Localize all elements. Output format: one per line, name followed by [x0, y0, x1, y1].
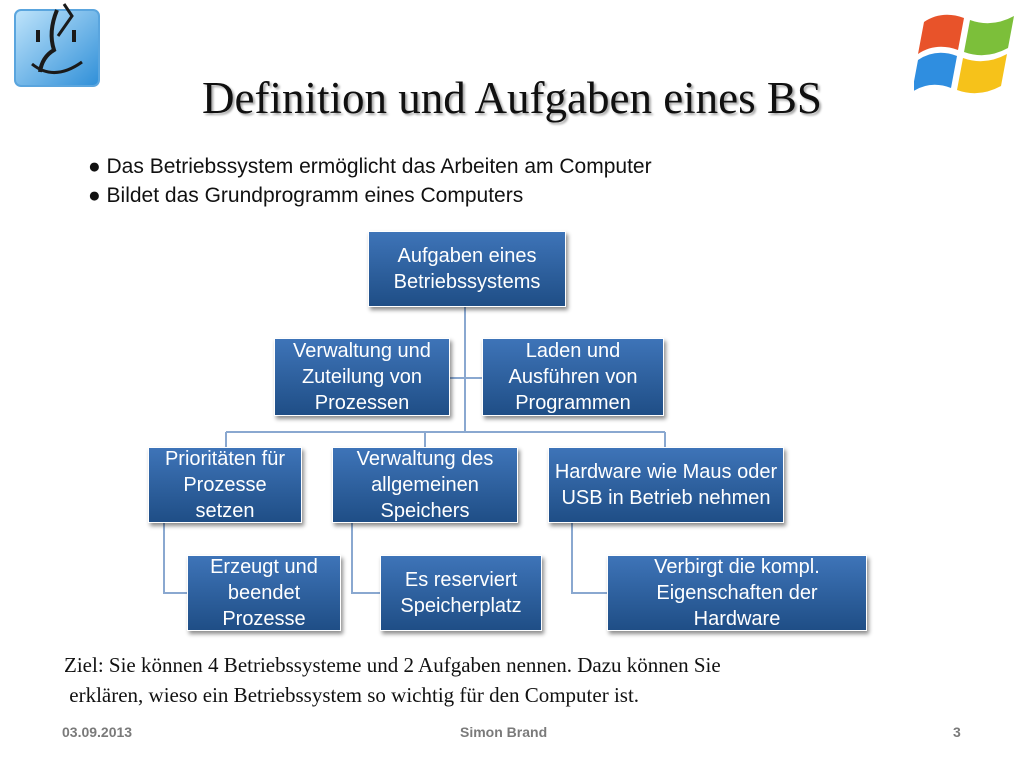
page-title: Definition und Aufgaben eines BS: [202, 73, 822, 123]
bullet-list: ● Das Betriebssystem ermöglicht das Arbe…: [88, 152, 652, 210]
footer-date: 03.09.2013: [62, 724, 133, 740]
org-child-box: Verwaltung des allgemeinen Speichers: [332, 447, 518, 523]
bullet-item: ● Bildet das Grundprogramm eines Compute…: [88, 184, 524, 207]
org-subchild-box: Erzeugt und beendet Prozesse: [187, 555, 341, 631]
footer-author: Simon Brand: [460, 724, 548, 740]
org-child-box: Prioritäten für Prozesse setzen: [148, 447, 302, 523]
org-subchild-box: Es reserviert Speicherplatz: [380, 555, 542, 631]
org-subchild-box: Verbirgt die kompl. Eigenschaften der Ha…: [607, 555, 867, 631]
org-root-box: Aufgaben eines Betriebssystems: [368, 231, 566, 307]
org-assistant-box: Laden und Ausführen von Programmen: [482, 338, 664, 416]
footer-page-number: 3: [953, 724, 961, 740]
org-child-box: Hardware wie Maus oder USB in Betrieb ne…: [548, 447, 784, 523]
org-assistant-box: Verwaltung und Zuteilung von Prozessen: [274, 338, 450, 416]
windows-logo-icon: [912, 2, 1020, 100]
goal-line: erklären, wieso ein Betriebssystem so wi…: [64, 683, 640, 707]
learning-goal-text: Ziel: Sie können 4 Betriebssysteme und 2…: [64, 650, 721, 710]
bullet-item: ● Das Betriebssystem ermöglicht das Arbe…: [88, 155, 652, 178]
mac-finder-logo-icon: [12, 2, 102, 90]
goal-line: Ziel: Sie können 4 Betriebssysteme und 2…: [64, 653, 721, 677]
